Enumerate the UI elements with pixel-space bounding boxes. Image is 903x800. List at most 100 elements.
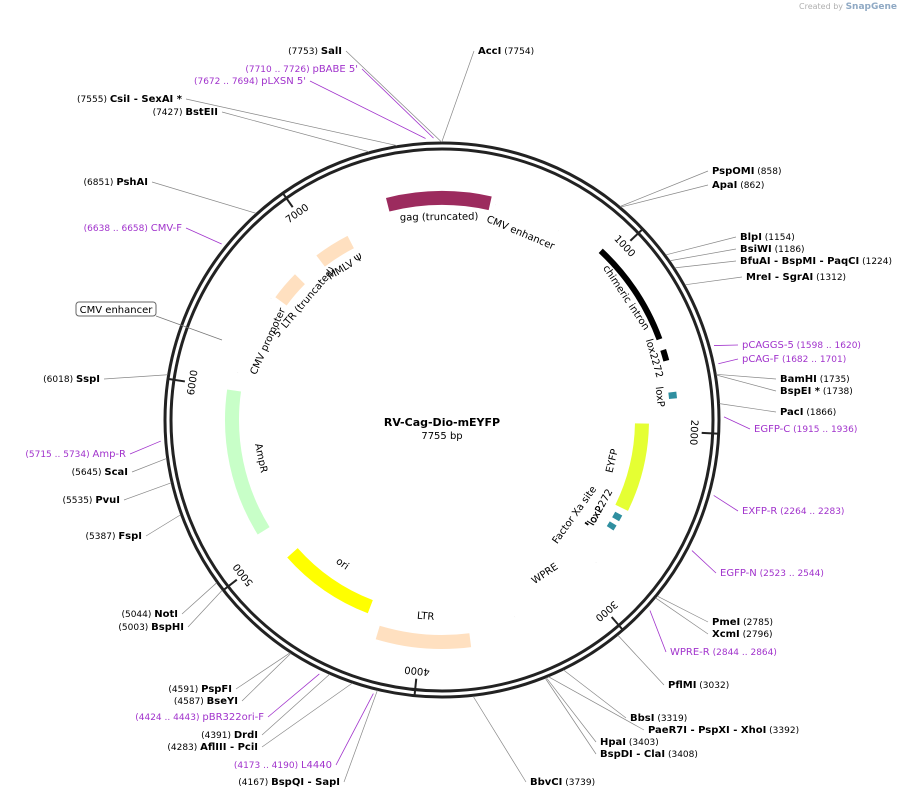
primer-position: (5715 .. 5734): [25, 450, 92, 460]
enzyme-leader: [619, 170, 709, 207]
enzyme-position: (6851): [84, 178, 117, 188]
primer-position: (6638 .. 6658): [84, 224, 151, 234]
primer-position: (7710 .. 7726): [245, 65, 312, 75]
primer-leader: [335, 693, 374, 766]
primer-site: (4173 .. 4190) L4440: [234, 760, 332, 771]
primer-leader: [309, 80, 426, 139]
enzyme-site: PacI (1866): [780, 407, 836, 418]
enzyme-name: BamHI: [780, 374, 817, 385]
enzyme-name: AflIII - PciI: [200, 742, 258, 753]
feature-label: ori: [334, 556, 351, 572]
enzyme-leader: [221, 111, 370, 153]
tick-mark-3000: [610, 616, 625, 632]
enzyme-site: PmeI (2785): [712, 617, 773, 628]
enzyme-name: ScaI: [104, 467, 128, 478]
enzyme-name: HpaI: [600, 737, 626, 748]
enzyme-site: ApaI (862): [712, 180, 764, 191]
primer-name: EGFP-C: [754, 424, 790, 435]
feature-arc: [275, 274, 305, 306]
enzyme-leader: [345, 50, 442, 143]
feature-label: gag (truncated): [400, 211, 479, 223]
enzyme-site: (5645) ScaI: [72, 467, 128, 478]
primer-position: (2264 .. 2283): [777, 507, 844, 517]
enzyme-name: BbvCI: [530, 777, 562, 788]
primer-site: EXFP-R (2264 .. 2283): [742, 506, 844, 517]
enzyme-leader: [719, 403, 777, 413]
enzyme-site: (4591) PspFI: [168, 684, 232, 695]
enzyme-name: PmeI: [712, 617, 740, 628]
enzyme-name: BspQI - SapI: [271, 777, 340, 788]
enzyme-name: NotI: [154, 609, 178, 620]
enzyme-leader: [716, 374, 777, 392]
enzyme-site: (4391) DrdI: [201, 730, 258, 741]
primer-position: (1598 .. 1620): [794, 341, 861, 351]
enzyme-site: BbsI (3319): [630, 713, 687, 724]
enzyme-leader: [131, 458, 167, 473]
tick-label: 5000: [231, 561, 255, 588]
feature-label: AmpR: [252, 442, 269, 474]
enzyme-name: PacI: [780, 407, 803, 418]
enzyme-name: MreI - SgrAI: [746, 272, 813, 283]
enzyme-site: BfuAI - BspMI - PaqCI (1224): [740, 256, 892, 267]
primer-position: (1915 .. 1936): [790, 425, 857, 435]
tick-mark-5000: [221, 578, 238, 592]
enzyme-position: (3319): [654, 714, 687, 724]
enzyme-site: (4587) BseYI: [174, 696, 238, 707]
enzyme-position: (7753): [288, 47, 321, 57]
tick-mark-2000: [701, 431, 720, 435]
enzyme-site: XcmI (2796): [712, 629, 773, 640]
enzyme-leader: [123, 482, 172, 501]
enzyme-position: (1186): [772, 245, 805, 255]
enzyme-leader: [669, 248, 737, 262]
enzyme-position: (1312): [813, 273, 846, 283]
enzyme-leader: [563, 669, 627, 719]
enzyme-position: (1224): [859, 257, 892, 267]
feature-arc: [316, 235, 355, 267]
enzyme-site: (7753) SalI: [288, 46, 342, 57]
enzyme-name: BspHI: [151, 622, 184, 633]
enzyme-site: BbvCI (3739): [530, 777, 595, 788]
feature-label: loxP: [653, 386, 666, 408]
enzyme-name: BfuAI - BspMI - PaqCI: [740, 256, 859, 267]
primer-leader: [691, 550, 717, 574]
enzyme-position: (1735): [817, 375, 850, 385]
enzyme-site: BlpI (1154): [740, 232, 795, 243]
enzyme-site: PflMI (3032): [668, 680, 729, 691]
primer-leader: [713, 495, 739, 512]
enzyme-name: SalI: [321, 46, 342, 57]
enzyme-position: (3408): [665, 750, 698, 760]
enzyme-leader: [441, 50, 475, 143]
tick-mark-1000: [629, 227, 645, 242]
primer-name: pBABE 5': [312, 64, 358, 75]
tick-label: 2000: [687, 419, 699, 445]
enzyme-site: BamHI (1735): [780, 374, 850, 385]
enzyme-site: BsiWI (1186): [740, 244, 805, 255]
feature-arc: [612, 511, 623, 522]
primer-position: (4173 .. 4190): [234, 761, 301, 771]
feature-arc: [598, 248, 663, 341]
enzyme-position: (3403): [626, 738, 659, 748]
enzyme-leader: [548, 676, 645, 731]
enzyme-site: (5003) BspHI: [118, 622, 184, 633]
enzyme-site: (7427) BstEII: [153, 107, 218, 118]
feature-label: WPRE: [530, 562, 560, 587]
credit-prefix: Created by: [799, 2, 844, 11]
feature-arc-fill: [231, 294, 276, 374]
enzyme-name: SspI: [76, 374, 100, 385]
tick-mark-6000: [166, 377, 186, 383]
enzyme-position: (5535): [63, 496, 96, 506]
enzyme-name: BspDI - ClaI: [600, 749, 665, 760]
plasmid-name: RV-Cag-Dio-mEYFP: [384, 416, 500, 429]
enzyme-leader: [261, 674, 330, 736]
enzyme-name: BspEI *: [780, 386, 821, 397]
enzyme-site: (5535) PvuI: [63, 495, 120, 506]
enzyme-leader: [145, 514, 181, 537]
enzyme-leader: [187, 589, 223, 628]
primer-leader: [718, 358, 739, 365]
enzyme-name: ApaI: [712, 180, 737, 191]
enzyme-name: XcmI: [712, 629, 740, 640]
enzyme-leader: [655, 597, 709, 635]
feature-arc: [225, 389, 270, 535]
enzyme-name: DrdI: [234, 730, 258, 741]
